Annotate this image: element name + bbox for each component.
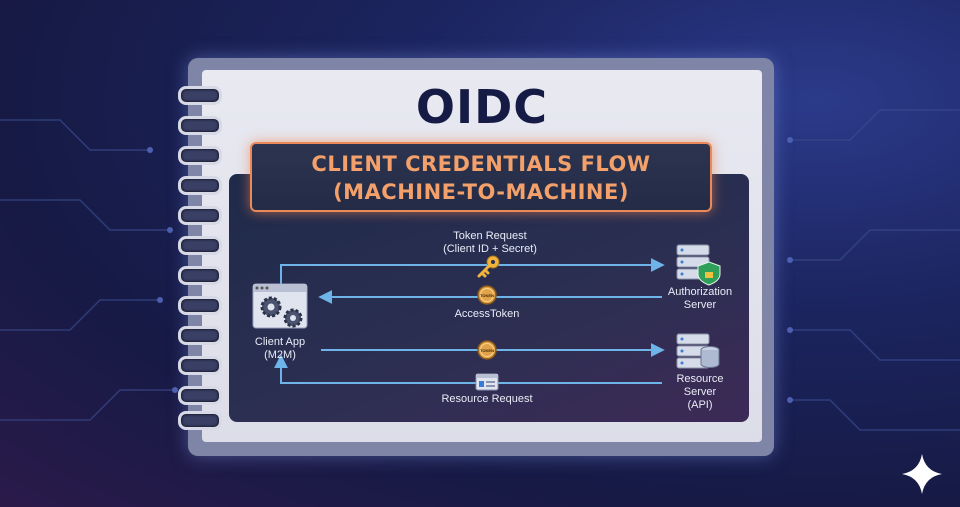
authorization-server-label: Authorization Server	[655, 286, 745, 312]
resource-request-label: Resource Request	[441, 393, 533, 405]
token-coin-icon: TOKEN	[477, 340, 497, 360]
page-title: OIDC	[415, 80, 549, 134]
spiral-ring	[178, 236, 222, 255]
client-app-label: Client App (M2M)	[240, 336, 320, 362]
auth-server-line-2: Server	[683, 299, 717, 311]
token-request-line-1: Token Request	[453, 230, 527, 242]
resource-server-line-3: (API)	[687, 399, 713, 411]
spiral-ring	[178, 206, 222, 225]
spiral-ring	[178, 296, 222, 315]
token-coin-text: TOKEN	[480, 293, 494, 298]
spiral-ring	[178, 116, 222, 135]
spiral-ring	[178, 176, 222, 195]
token-request-line-2: (Client ID + Secret)	[443, 243, 537, 255]
access-token-label: AccessToken	[454, 308, 520, 320]
server-database-icon	[676, 333, 720, 369]
auth-server-line-1: Authorization	[667, 286, 733, 298]
spiral-ring	[178, 411, 222, 430]
resource-server-line-2: Server	[683, 386, 717, 398]
banner-line-1: CLIENT CREDENTIALS FLOW	[311, 152, 651, 176]
banner-line-2: (MACHINE-TO-MACHINE)	[333, 180, 629, 204]
token-coin-text: TOKEN	[480, 348, 494, 353]
client-app-line-1: Client App	[254, 336, 306, 348]
arrow-token-request	[280, 258, 665, 290]
gear-window-icon	[252, 283, 308, 329]
resource-server-line-1: Resource	[676, 373, 724, 385]
resource-server-label: Resource Server (API)	[655, 373, 745, 412]
spiral-ring	[178, 86, 222, 105]
flow-banner: CLIENT CREDENTIALS FLOW (MACHINE-TO-MACH…	[250, 142, 712, 212]
client-app-line-2: (M2M)	[264, 349, 296, 361]
spiral-ring	[178, 326, 222, 345]
server-shield-icon	[676, 244, 721, 286]
token-coin-icon: TOKEN	[477, 285, 497, 305]
spiral-ring	[178, 266, 222, 285]
key-icon	[477, 255, 500, 278]
spiral-ring	[178, 146, 222, 165]
spiral-ring	[178, 356, 222, 375]
spiral-binding	[178, 86, 224, 430]
browser-window-icon	[475, 373, 499, 391]
sparkle-icon	[902, 454, 942, 494]
spiral-ring	[178, 386, 222, 405]
token-request-label: Token Request (Client ID + Secret)	[420, 230, 560, 256]
arrow-resource-request	[274, 354, 662, 384]
